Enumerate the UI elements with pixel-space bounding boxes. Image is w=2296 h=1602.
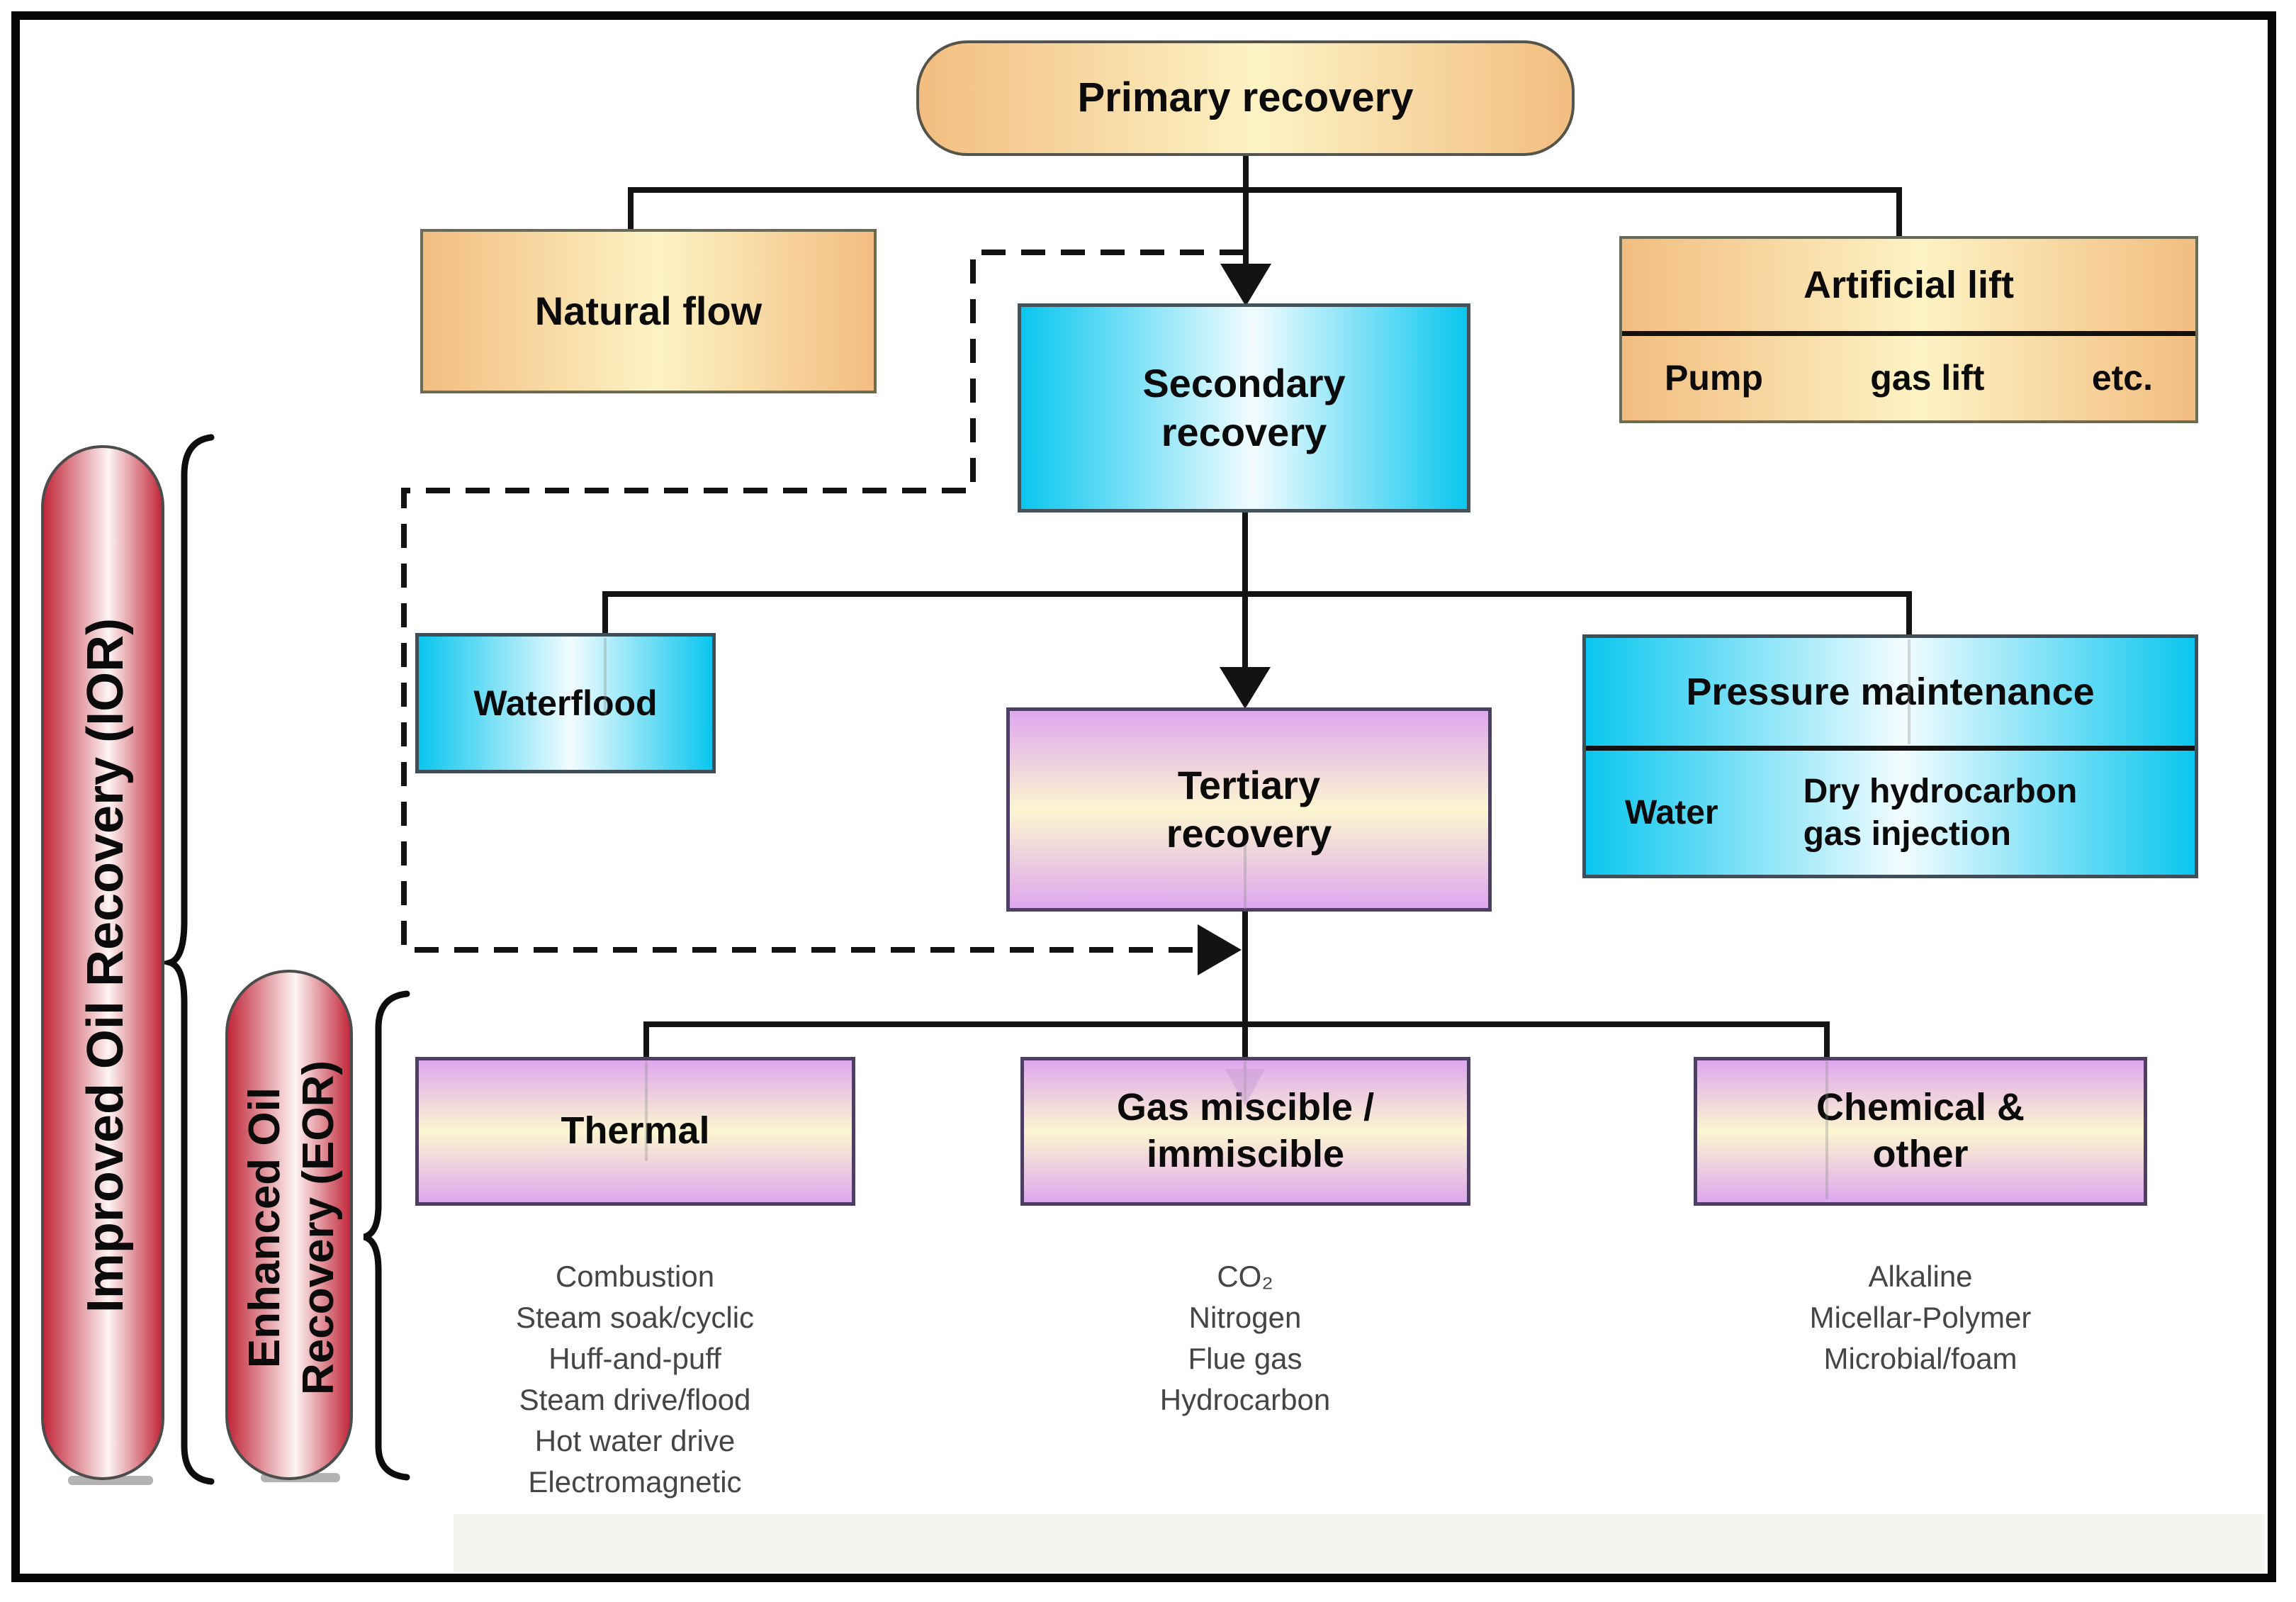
method-list-item: CO₂ — [1217, 1260, 1273, 1293]
ior-capsule: Improved Oil Recovery (IOR) — [41, 445, 164, 1480]
artificial-lift-methods-row: Pump gas lift etc. — [1622, 336, 2195, 420]
node-pressure-maintenance: Pressure maintenance Water Dry hydrocarb… — [1582, 634, 2198, 878]
arrowhead-secondary — [1220, 264, 1271, 306]
pressure-maintenance-method: Dry hydrocarbon gas injection — [1803, 772, 2078, 853]
node-primary-recovery: Primary recovery — [916, 40, 1575, 156]
eor-capsule: Enhanced Oil Recovery (EOR) — [225, 970, 353, 1480]
method-list-item: Nitrogen — [1188, 1301, 1302, 1334]
diagram-border-frame — [11, 11, 2276, 1582]
arrowhead-tertiary — [1220, 667, 1271, 709]
node-secondary-recovery-label: Secondary recovery — [1142, 361, 1346, 454]
node-waterflood: Waterflood — [415, 633, 716, 773]
dashed-bypass-path — [401, 250, 1244, 953]
pressure-maintenance-method: Water — [1625, 793, 1718, 831]
method-list-item: Hot water drive — [534, 1424, 736, 1457]
secondary-branch-connector — [602, 591, 1912, 641]
node-artificial-lift: Artificial lift Pump gas lift etc. — [1619, 236, 2198, 423]
method-list-item: Electromagnetic — [528, 1465, 742, 1499]
node-thermal: Thermal — [415, 1057, 855, 1206]
faint-arrowhead-gas — [1225, 1069, 1265, 1106]
method-list-item: Huff-and-puff — [548, 1342, 721, 1375]
artificial-lift-method: gas lift — [1870, 358, 1985, 398]
bottom-scan-band — [454, 1514, 2265, 1572]
node-chemical-other-label: Chemical & other — [1816, 1086, 2025, 1175]
node-pressure-maintenance-title: Pressure maintenance — [1686, 671, 2095, 713]
ior-brace — [159, 434, 215, 1485]
method-list-item: Microbial/foam — [1823, 1342, 2018, 1375]
node-natural-flow-label: Natural flow — [534, 288, 762, 333]
node-tertiary-recovery: Tertiary recovery — [1006, 707, 1492, 912]
node-waterflood-label: Waterflood — [473, 683, 658, 723]
node-artificial-lift-title: Artificial lift — [1803, 264, 2015, 306]
pressure-maintenance-methods-row: Water Dry hydrocarbon gas injection — [1586, 751, 2195, 875]
primary-branch-connector — [628, 187, 1902, 242]
method-list-item: Hydrocarbon — [1159, 1383, 1331, 1416]
method-list-item: Micellar-Polymer — [1809, 1301, 2032, 1334]
method-list-item: Alkaline — [1868, 1260, 1973, 1293]
artificial-lift-method: Pump — [1665, 358, 1763, 398]
node-secondary-recovery: Secondary recovery — [1018, 303, 1470, 512]
artificial-lift-divider — [1622, 331, 2195, 336]
node-chemical-other: Chemical & other — [1694, 1057, 2147, 1206]
method-list-item: Flue gas — [1188, 1342, 1302, 1375]
method-list-item: Steam drive/flood — [519, 1383, 751, 1416]
arrowhead-dashed-bypass — [1198, 924, 1242, 975]
node-primary-recovery-label: Primary recovery — [1077, 74, 1414, 121]
node-thermal-label: Thermal — [561, 1109, 710, 1153]
node-natural-flow: Natural flow — [420, 229, 877, 393]
method-list-item: Steam soak/cyclic — [515, 1301, 755, 1334]
pressure-maintenance-divider — [1586, 746, 2195, 751]
node-gas-miscible-label: Gas miscible / immiscible — [1116, 1086, 1375, 1175]
method-list-item: Combustion — [555, 1260, 715, 1293]
artificial-lift-method: etc. — [2091, 358, 2153, 398]
eor-branch-connector — [643, 1021, 1830, 1063]
eor-brace — [363, 990, 410, 1481]
node-gas-miscible-immiscible: Gas miscible / immiscible — [1020, 1057, 1470, 1206]
node-tertiary-recovery-label: Tertiary recovery — [1166, 762, 1332, 856]
